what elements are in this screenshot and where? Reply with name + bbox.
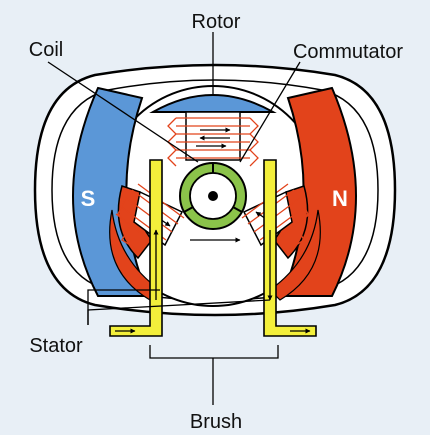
left-brush — [109, 159, 163, 337]
rotor-upper-arm — [185, 111, 241, 161]
motor-shaft — [208, 191, 218, 201]
brush-label: Brush — [190, 411, 242, 433]
coil-label: Coil — [29, 39, 63, 61]
south-pole-label: S — [81, 186, 96, 211]
commutator-label: Commutator — [293, 41, 403, 63]
rotor-cap — [149, 94, 277, 113]
leader-lines — [47, 32, 301, 405]
brush-arrows — [115, 229, 311, 334]
rotor-label: Rotor — [192, 11, 241, 33]
stator-label: Stator — [29, 335, 83, 357]
right-brush — [263, 159, 317, 337]
commutator-gaps — [183, 163, 243, 213]
north-pole-label: N — [332, 186, 348, 211]
